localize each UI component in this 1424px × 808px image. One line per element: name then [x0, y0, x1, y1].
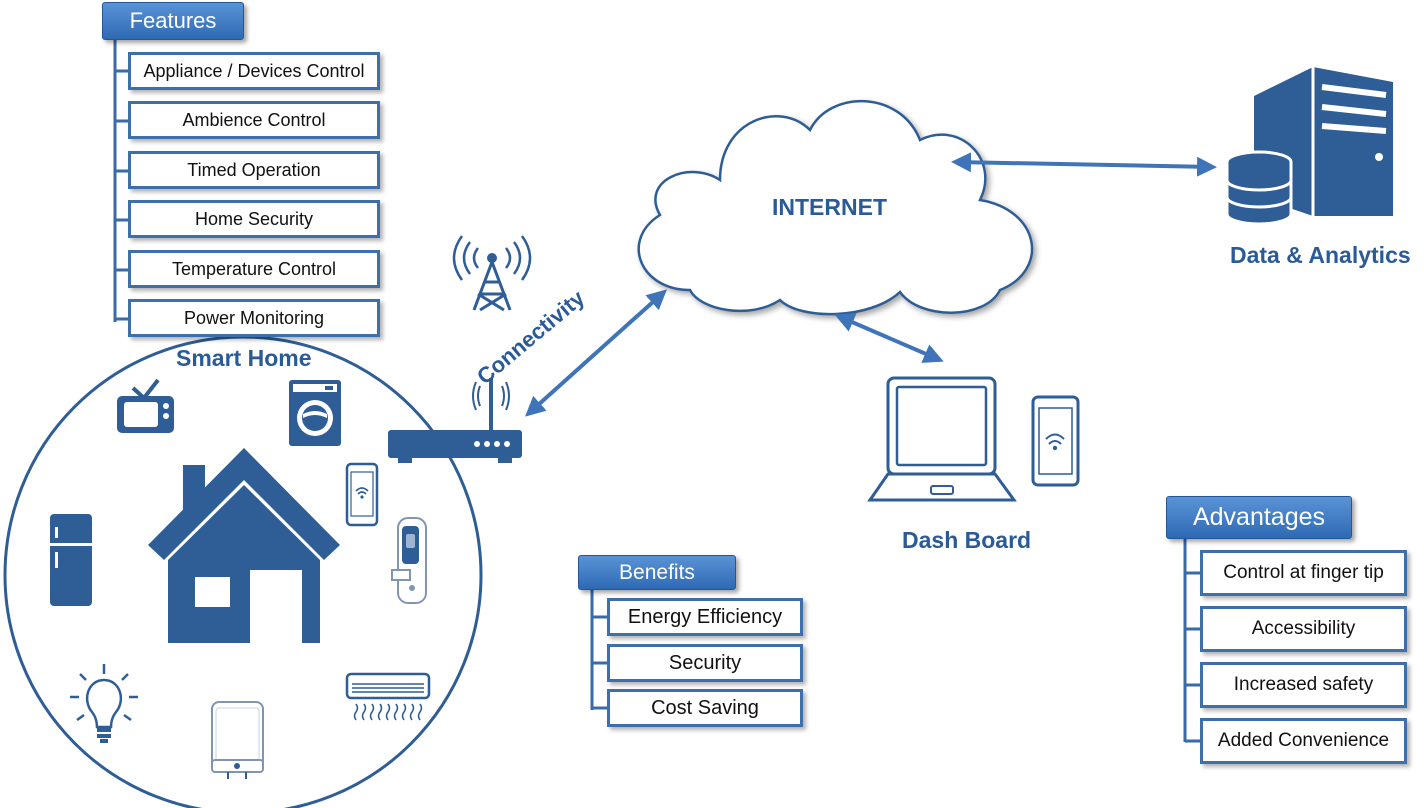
internet-cloud — [637, 99, 1034, 316]
advantage-item: Increased safety — [1200, 662, 1407, 708]
water-heater-icon — [211, 701, 264, 779]
signal-tower-icon — [452, 235, 532, 312]
data-analytics-arrow — [951, 152, 1217, 177]
smartphone-icon — [1031, 395, 1080, 487]
feature-item: Ambience Control — [128, 101, 380, 139]
advantage-item: Accessibility — [1200, 606, 1407, 652]
advantage-item: Control at finger tip — [1200, 550, 1407, 596]
phone-icon — [345, 462, 379, 527]
feature-item: Appliance / Devices Control — [128, 52, 380, 90]
door-lock-icon — [391, 517, 427, 604]
connectivity-arrow — [525, 289, 667, 417]
benefit-item: Energy Efficiency — [607, 598, 803, 636]
server-database-icon — [1225, 67, 1393, 226]
light-bulb-icon — [70, 664, 138, 743]
fridge-icon — [50, 514, 92, 606]
feature-item: Timed Operation — [128, 151, 380, 189]
dashboard-arrow — [834, 313, 944, 363]
smart-home-label: Smart Home — [176, 345, 312, 371]
house-icon — [148, 448, 340, 643]
advantages-header: Advantages — [1166, 496, 1352, 539]
benefits-header: Benefits — [578, 555, 736, 590]
advantage-item: Added Convenience — [1200, 718, 1407, 764]
features-header: Features — [102, 2, 244, 40]
dashboard-label: Dash Board — [902, 527, 1032, 553]
laptop-icon — [867, 376, 1017, 502]
benefit-item: Cost Saving — [607, 689, 803, 727]
feature-item: Power Monitoring — [128, 299, 380, 337]
benefits-tree-lines — [590, 588, 610, 710]
feature-item: Home Security — [128, 200, 380, 238]
data-analytics-label: Data & Analytics — [1230, 242, 1411, 268]
feature-item: Temperature Control — [128, 250, 380, 288]
internet-label: INTERNET — [772, 194, 887, 220]
router-icon — [388, 378, 522, 463]
air-conditioner-icon — [345, 672, 431, 721]
benefit-item: Security — [607, 644, 803, 682]
advantages-tree-lines — [1183, 538, 1202, 743]
tv-icon — [117, 378, 174, 433]
features-tree-lines — [113, 38, 130, 322]
washing-machine-icon — [289, 380, 341, 446]
